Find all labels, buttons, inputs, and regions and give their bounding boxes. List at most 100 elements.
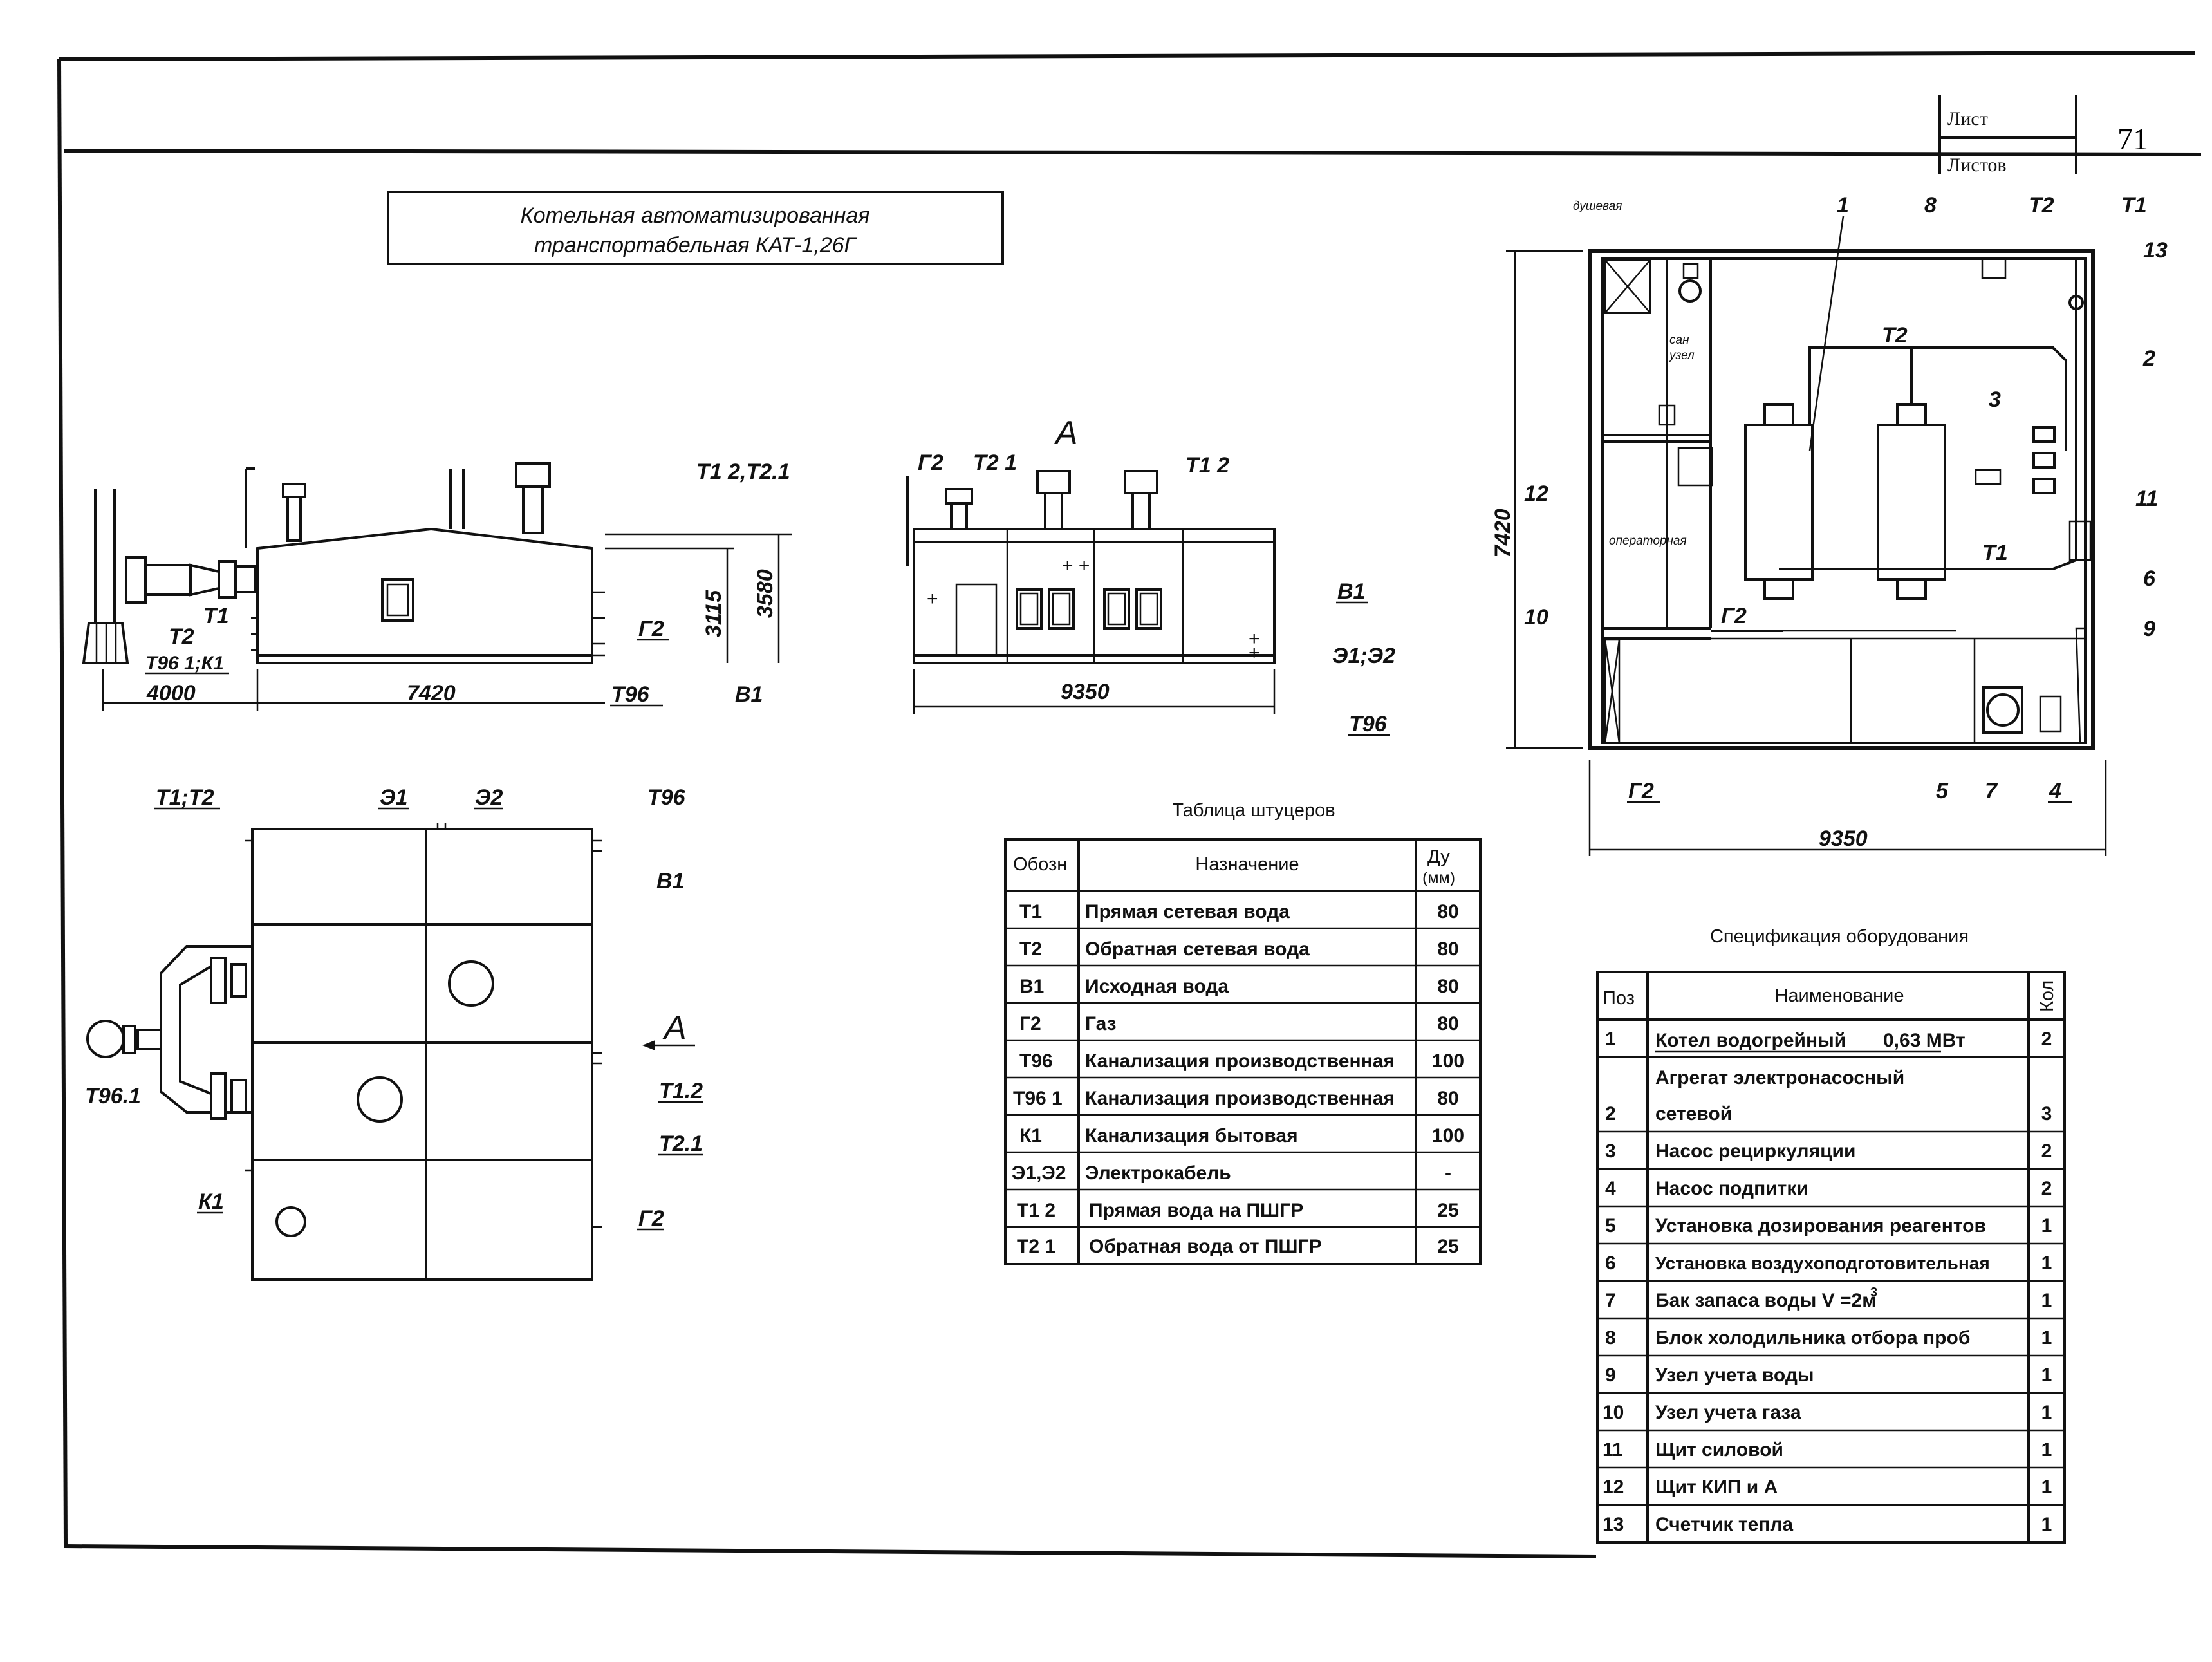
nozzle-code: Э1,Э2 bbox=[1012, 1162, 1066, 1184]
nozzle-du: - bbox=[1445, 1162, 1451, 1184]
plus-mark: + + bbox=[1062, 555, 1090, 576]
label-t2: Т2 bbox=[169, 624, 194, 649]
equipment-qty: 1 bbox=[2041, 1365, 2052, 1386]
nozzle-header-du: Ду bbox=[1427, 846, 1450, 867]
equipment-pos: 3 bbox=[1605, 1141, 1616, 1162]
nozzle-code: Т2 1 bbox=[1017, 1236, 1055, 1257]
nozzle-du: 100 bbox=[1432, 1125, 1464, 1146]
pipe-g2: Г2 bbox=[1721, 604, 1747, 628]
equipment-qty: 1 bbox=[2041, 1327, 2052, 1349]
equipment-pos: 13 bbox=[1603, 1514, 1624, 1535]
pos-13: 13 bbox=[2143, 238, 2168, 263]
equipment-qty: 2 bbox=[2041, 1029, 2052, 1050]
side-view: 4000 7420 3115 3580 Т1 2,Т2.1 Т1 Т2 Т96 … bbox=[82, 460, 792, 711]
equipment-name: Щит силовой bbox=[1655, 1439, 1783, 1461]
equipment-name-cont: сетевой bbox=[1655, 1103, 1732, 1125]
nozzle-table: Таблица штуцеров Обозн Назначение Ду (мм… bbox=[1004, 800, 1482, 1265]
equipment-header-pos: Поз bbox=[1603, 988, 1635, 1009]
pos-4: 4 bbox=[2049, 779, 2061, 803]
label-t12-t21: Т1 2,Т2.1 bbox=[696, 460, 790, 484]
label-b1: В1 bbox=[735, 682, 763, 707]
nozzle-purpose: Исходная вода bbox=[1085, 976, 1229, 997]
plus-mark: + bbox=[1249, 628, 1260, 649]
equipment-qty: 2 bbox=[2041, 1178, 2052, 1199]
label-t12: Т1.2 bbox=[659, 1079, 703, 1103]
nozzle-table-caption: Таблица штуцеров bbox=[1172, 800, 1335, 821]
pos-2: 2 bbox=[2142, 346, 2155, 371]
nozzle-code: Т96 1 bbox=[1013, 1088, 1063, 1109]
equipment-name: Бак запаса воды V =2м bbox=[1655, 1290, 1876, 1311]
equipment-qty: 1 bbox=[2041, 1253, 2052, 1274]
label-t1: Т1 bbox=[203, 604, 229, 628]
label-t21: Т2 1 bbox=[973, 451, 1017, 475]
label-t96: Т96 bbox=[647, 785, 686, 810]
equipment-superscript: 3 bbox=[1870, 1285, 1877, 1300]
equipment-name: Установка дозирования реагентов bbox=[1655, 1215, 1986, 1237]
label-b1: В1 bbox=[1337, 579, 1365, 604]
equipment-qty: 1 bbox=[2041, 1290, 2052, 1311]
equipment-table-caption: Спецификация оборудования bbox=[1710, 926, 1969, 947]
dim-3115: 3115 bbox=[702, 590, 726, 637]
nozzle-code: Т2 bbox=[1019, 938, 1042, 960]
equipment-qty: 1 bbox=[2041, 1514, 2052, 1535]
equipment-pos: 12 bbox=[1603, 1477, 1624, 1498]
equipment-qty: 2 bbox=[2041, 1141, 2052, 1162]
nozzle-purpose: Канализация производственная bbox=[1085, 1088, 1395, 1109]
label-b1: В1 bbox=[656, 869, 684, 893]
pos-5: 5 bbox=[1936, 779, 1949, 803]
nozzle-code: Т96 bbox=[1019, 1050, 1053, 1072]
nozzle-du: 80 bbox=[1437, 976, 1458, 997]
sheet-number-block: Лист Листов 71 bbox=[1938, 95, 2148, 176]
plus-mark: + bbox=[927, 588, 938, 610]
sheet-label: Лист bbox=[1947, 108, 1988, 129]
front-view-a: + + + + + 9350 А Г2 Т2 1 Т1 2 В1 Э1;Э2 Т… bbox=[906, 415, 1395, 736]
room-operator: операторная bbox=[1609, 534, 1687, 548]
drawing-title-line1: Котельная автоматизированная bbox=[521, 203, 870, 228]
equipment-qty: 1 bbox=[2041, 1402, 2052, 1423]
nozzle-code: Г2 bbox=[1019, 1013, 1041, 1034]
equipment-table: Спецификация оборудования Поз Наименован… bbox=[1596, 926, 2066, 1544]
equipment-name: Счетчик тепла bbox=[1655, 1514, 1793, 1535]
nozzle-purpose: Прямая вода на ПШГР bbox=[1089, 1200, 1303, 1221]
equipment-name: Насос подпитки bbox=[1655, 1178, 1808, 1199]
dim-9350: 9350 bbox=[1061, 680, 1110, 704]
nozzle-du: 80 bbox=[1437, 938, 1458, 960]
dim-3580: 3580 bbox=[753, 569, 777, 618]
nozzle-purpose: Канализация производственная bbox=[1085, 1050, 1395, 1072]
nozzle-header-du-unit: (мм) bbox=[1422, 869, 1455, 887]
nozzle-code: Т1 2 bbox=[1017, 1200, 1055, 1221]
label-t96: Т96 bbox=[611, 682, 650, 707]
equipment-name: Установка воздухоподготовительная bbox=[1655, 1253, 1990, 1273]
equipment-name: Котел водогрейный bbox=[1655, 1030, 1846, 1051]
drawing-title-line2: транспортабельная КАТ-1,26Г bbox=[534, 233, 858, 257]
layout-plan: 7420 9350 душевая сан узел операторная Т… bbox=[1491, 193, 2168, 856]
equipment-header-name: Наименование bbox=[1774, 985, 1904, 1006]
label-g2-bottom: Г2 bbox=[1628, 779, 1654, 803]
equipment-qty: 1 bbox=[2041, 1477, 2052, 1498]
nozzle-purpose: Канализация бытовая bbox=[1085, 1125, 1298, 1146]
pos-8: 8 bbox=[1924, 193, 1937, 218]
equipment-pos: 11 bbox=[1603, 1439, 1623, 1461]
nozzle-du: 25 bbox=[1437, 1236, 1458, 1257]
equipment-qty: 1 bbox=[2041, 1439, 2052, 1461]
equipment-pos: 2 bbox=[1605, 1103, 1616, 1125]
nozzle-purpose: Газ bbox=[1085, 1013, 1117, 1034]
nozzle-header-purpose: Назначение bbox=[1195, 854, 1299, 875]
dim-7420: 7420 bbox=[1491, 509, 1515, 557]
dim-7420: 7420 bbox=[407, 681, 456, 705]
dim-9350: 9350 bbox=[1819, 826, 1868, 851]
sheet-frame bbox=[57, 51, 2202, 1558]
equipment-pos: 7 bbox=[1605, 1290, 1616, 1311]
nozzle-du: 80 bbox=[1437, 901, 1458, 922]
pos-t2: Т2 bbox=[2029, 193, 2054, 218]
equipment-pos: 1 bbox=[1605, 1029, 1616, 1050]
label-k1: К1 bbox=[198, 1190, 224, 1214]
equipment-extra: 0,63 МВт bbox=[1883, 1030, 1966, 1051]
pos-1: 1 bbox=[1837, 193, 1849, 218]
label-e2: Э2 bbox=[475, 785, 503, 810]
equipment-pos: 5 bbox=[1605, 1215, 1616, 1237]
nozzle-header-code: Обозн bbox=[1013, 854, 1067, 875]
label-t1-t2: Т1;Т2 bbox=[156, 785, 214, 810]
pos-10: 10 bbox=[1524, 605, 1548, 630]
label-g2: Г2 bbox=[918, 451, 943, 475]
